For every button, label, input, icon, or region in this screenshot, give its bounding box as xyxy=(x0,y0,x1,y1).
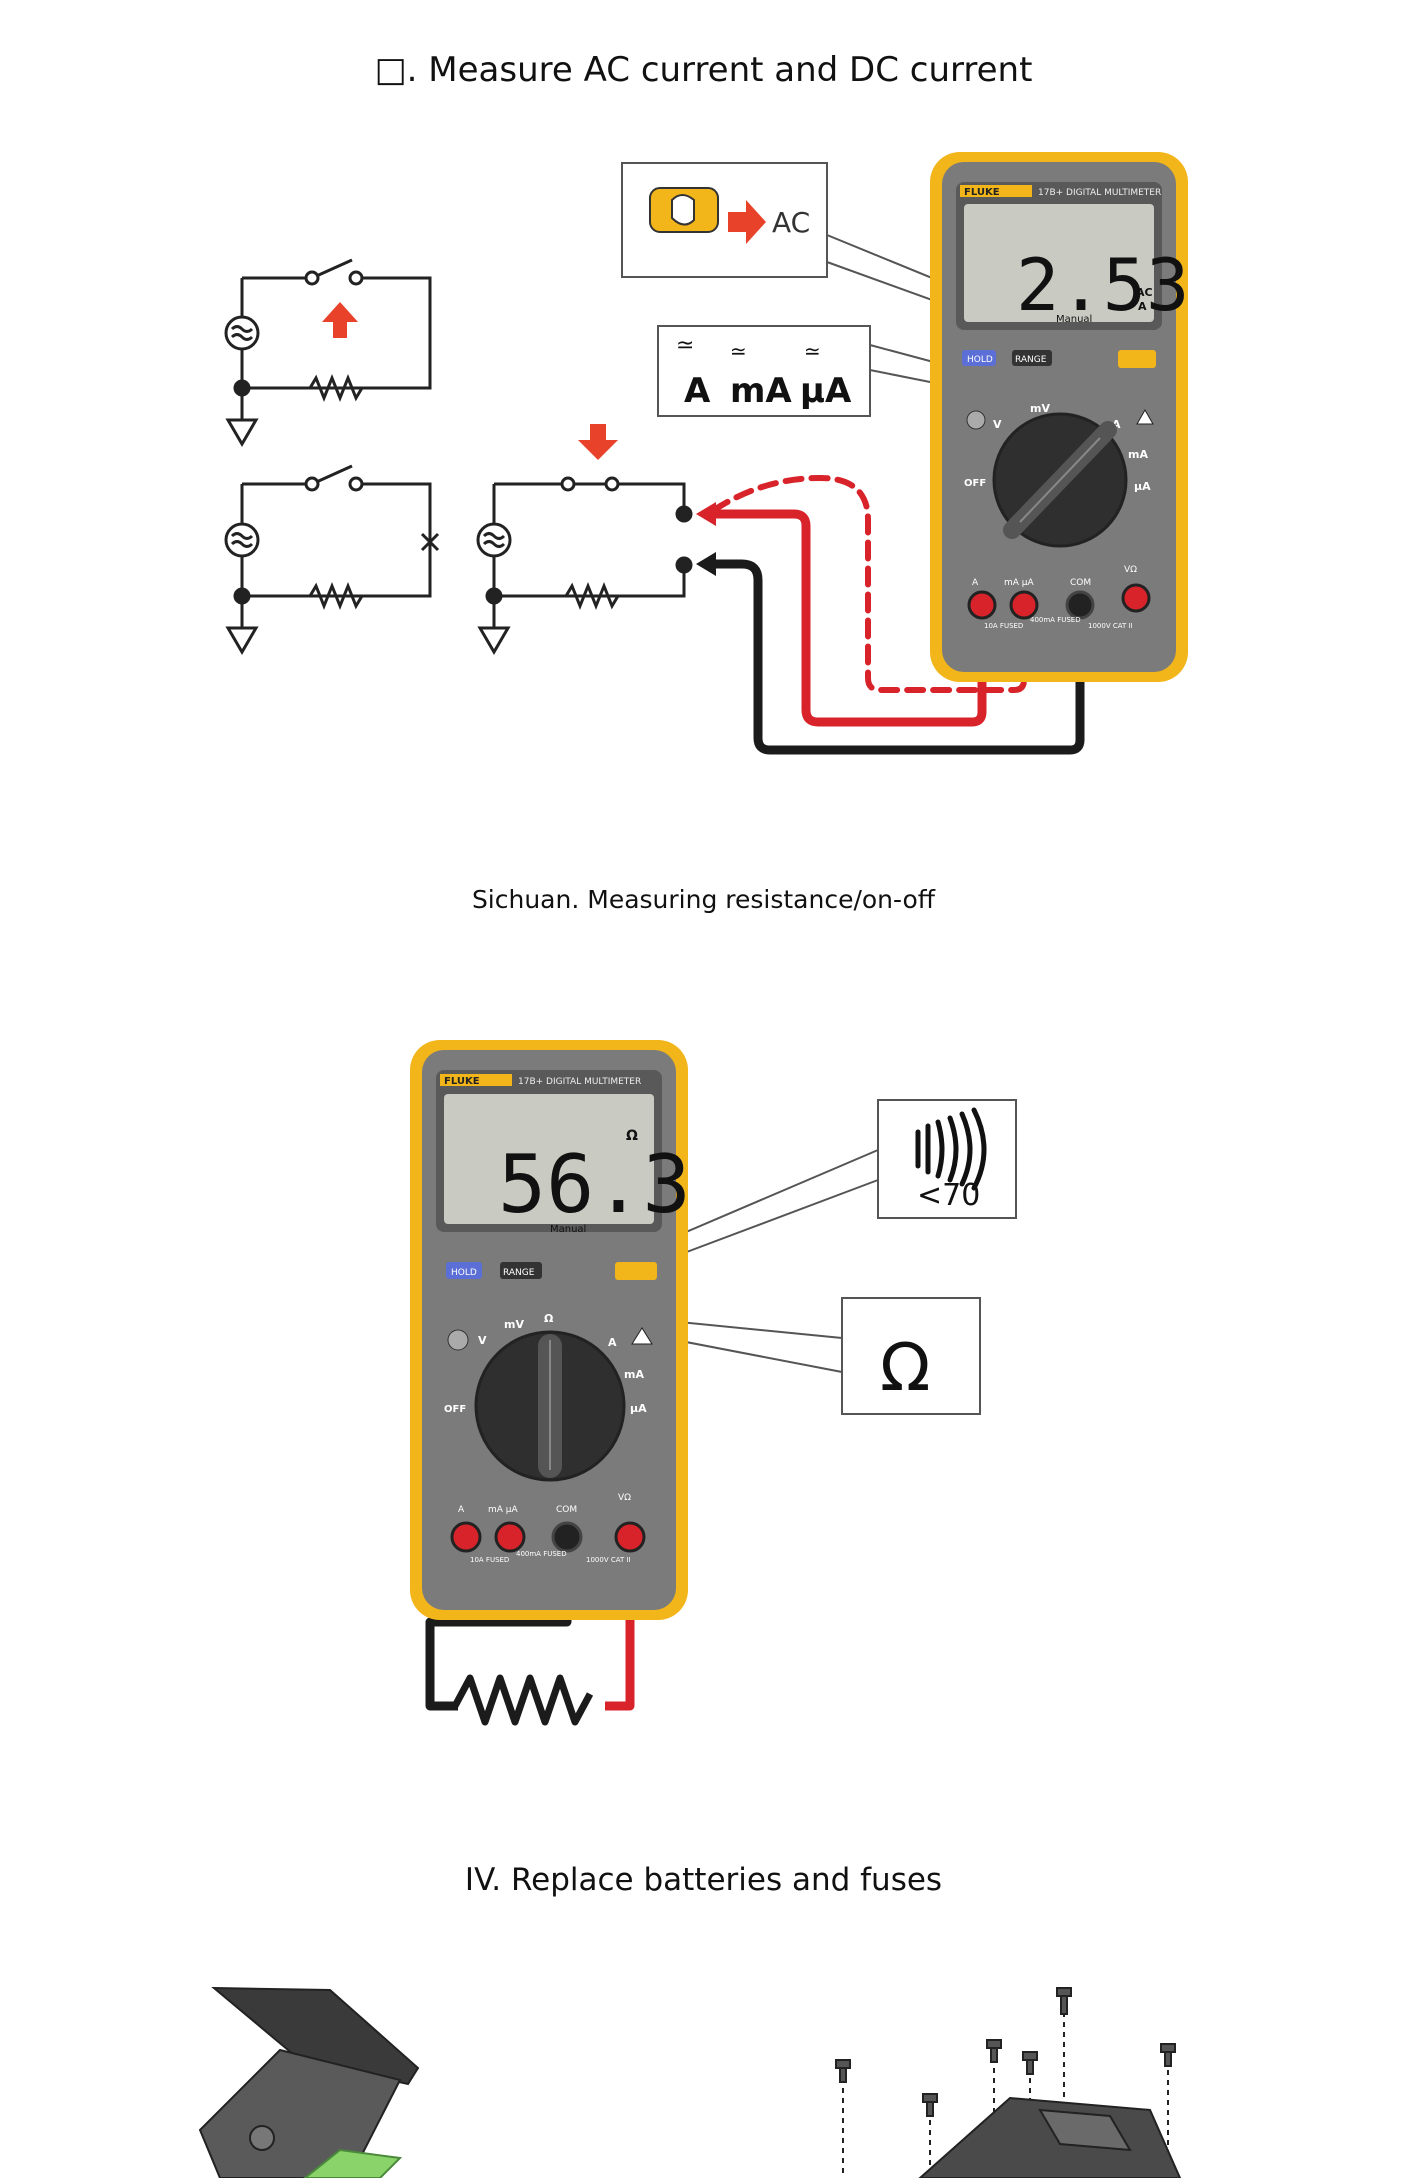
svg-text:Manual: Manual xyxy=(550,1224,586,1235)
down-arrow-icon xyxy=(578,424,618,460)
range-button-1[interactable] xyxy=(1012,350,1052,366)
svg-text:V: V xyxy=(993,418,1002,431)
svg-text:HOLD: HOLD xyxy=(967,355,993,365)
svg-text:Manual: Manual xyxy=(1056,314,1092,325)
svg-text:FLUKE: FLUKE xyxy=(964,187,1000,198)
hold-button-2[interactable] xyxy=(446,1262,482,1279)
svg-text:A: A xyxy=(458,1505,465,1515)
section-title-batteries-fuses: IV. Replace batteries and fuses xyxy=(464,1862,943,1898)
svg-text:OFF: OFF xyxy=(964,478,986,489)
svg-text:mA μA: mA μA xyxy=(1004,578,1035,588)
svg-text:mA: mA xyxy=(1128,448,1148,461)
circuit-bottom-left xyxy=(224,464,440,655)
backlight-icon xyxy=(966,410,986,430)
jack-ma-2[interactable] xyxy=(494,1521,526,1553)
svg-text:VΩ: VΩ xyxy=(618,1493,631,1503)
jack-ma-1[interactable] xyxy=(1009,590,1039,620)
callout-ac-button: AC xyxy=(621,162,828,278)
callout-current-modes: ≃ ≃ ≃ A mA μA xyxy=(657,325,871,417)
svg-text:Ω: Ω xyxy=(880,1329,930,1406)
svg-text:A: A xyxy=(608,1336,617,1349)
svg-text:1000V CAT II: 1000V CAT II xyxy=(1088,622,1133,630)
hold-button-1[interactable] xyxy=(962,350,996,366)
svg-text:mV: mV xyxy=(1030,402,1050,415)
callout-continuity: <70 xyxy=(877,1099,1017,1219)
svg-text:FLUKE: FLUKE xyxy=(444,1076,480,1087)
svg-text:Ω: Ω xyxy=(544,1312,554,1325)
svg-text:μA: μA xyxy=(630,1402,647,1415)
circuit-measuring xyxy=(476,476,693,655)
svg-text:RANGE: RANGE xyxy=(503,1268,535,1278)
jack-v-2[interactable] xyxy=(614,1521,646,1553)
battery-door-illustration xyxy=(198,1986,420,2178)
yellow-button-2[interactable] xyxy=(615,1262,657,1280)
warning-icon xyxy=(1136,408,1154,425)
svg-text:10A FUSED: 10A FUSED xyxy=(470,1556,509,1564)
svg-text:RANGE: RANGE xyxy=(1015,355,1047,365)
svg-text:A: A xyxy=(684,371,711,411)
svg-text:HOLD: HOLD xyxy=(451,1268,477,1278)
callout-ohm: Ω xyxy=(841,1297,981,1415)
circuit-top-left xyxy=(224,258,432,447)
svg-text:≃: ≃ xyxy=(730,339,747,363)
svg-text:mA μA: mA μA xyxy=(488,1505,519,1515)
jack-com-1[interactable] xyxy=(1065,590,1095,620)
backlight-icon xyxy=(447,1329,469,1351)
svg-text:≃: ≃ xyxy=(676,333,694,358)
svg-text:≃: ≃ xyxy=(804,339,821,363)
svg-text:Ω: Ω xyxy=(626,1128,638,1144)
jack-a-1[interactable] xyxy=(967,590,997,620)
svg-text:OFF: OFF xyxy=(444,1404,466,1415)
svg-text:10A FUSED: 10A FUSED xyxy=(984,622,1023,630)
svg-text:mA: mA xyxy=(624,1368,644,1381)
jack-v-1[interactable] xyxy=(1121,583,1151,613)
svg-text:μA: μA xyxy=(800,371,852,411)
svg-text:17B+ DIGITAL MULTIMETER: 17B+ DIGITAL MULTIMETER xyxy=(1038,188,1161,198)
lcd-reading-1: 2.53 xyxy=(1016,243,1189,327)
svg-text:COM: COM xyxy=(1070,578,1091,588)
multimeter-1: FLUKE 17B+ DIGITAL MULTIMETER 2.53 AC A … xyxy=(930,152,1189,682)
svg-text:V: V xyxy=(478,1334,487,1347)
up-arrow-icon xyxy=(322,302,358,338)
range-button-2[interactable] xyxy=(500,1262,542,1279)
warning-icon xyxy=(631,1327,653,1345)
multimeter-2: FLUKE 17B+ DIGITAL MULTIMETER 56.3 Ω Man… xyxy=(410,1040,691,1620)
jack-a-2[interactable] xyxy=(450,1521,482,1553)
svg-text:mV: mV xyxy=(504,1318,524,1331)
svg-text:400mA FUSED: 400mA FUSED xyxy=(516,1550,567,1558)
svg-text:mA: mA xyxy=(730,371,792,411)
yellow-button-1[interactable] xyxy=(1118,350,1156,368)
right-arrow-icon xyxy=(728,200,766,244)
svg-text:17B+ DIGITAL MULTIMETER: 17B+ DIGITAL MULTIMETER xyxy=(518,1077,641,1087)
jack-com-2[interactable] xyxy=(551,1521,583,1553)
svg-text:μA: μA xyxy=(1134,480,1151,493)
svg-text:1000V CAT II: 1000V CAT II xyxy=(586,1556,631,1564)
svg-text:A: A xyxy=(972,578,979,588)
svg-text:400mA FUSED: 400mA FUSED xyxy=(1030,616,1081,624)
svg-text:AC: AC xyxy=(1136,286,1153,299)
svg-text:COM: COM xyxy=(556,1505,577,1515)
screws-illustration xyxy=(835,1987,1182,2178)
lcd-reading-2: 56.3 xyxy=(498,1138,691,1231)
svg-text:AC: AC xyxy=(772,206,810,239)
svg-text:A: A xyxy=(1112,418,1121,431)
svg-text:A: A xyxy=(1138,300,1147,313)
section-title-resistance: Sichuan. Measuring resistance/on-off xyxy=(471,885,936,914)
test-leads-1 xyxy=(696,475,1085,755)
svg-text:VΩ: VΩ xyxy=(1124,565,1137,575)
section-title-ac-dc: □. Measure AC current and DC current xyxy=(374,50,1033,90)
svg-text:<70: <70 xyxy=(917,1178,980,1213)
